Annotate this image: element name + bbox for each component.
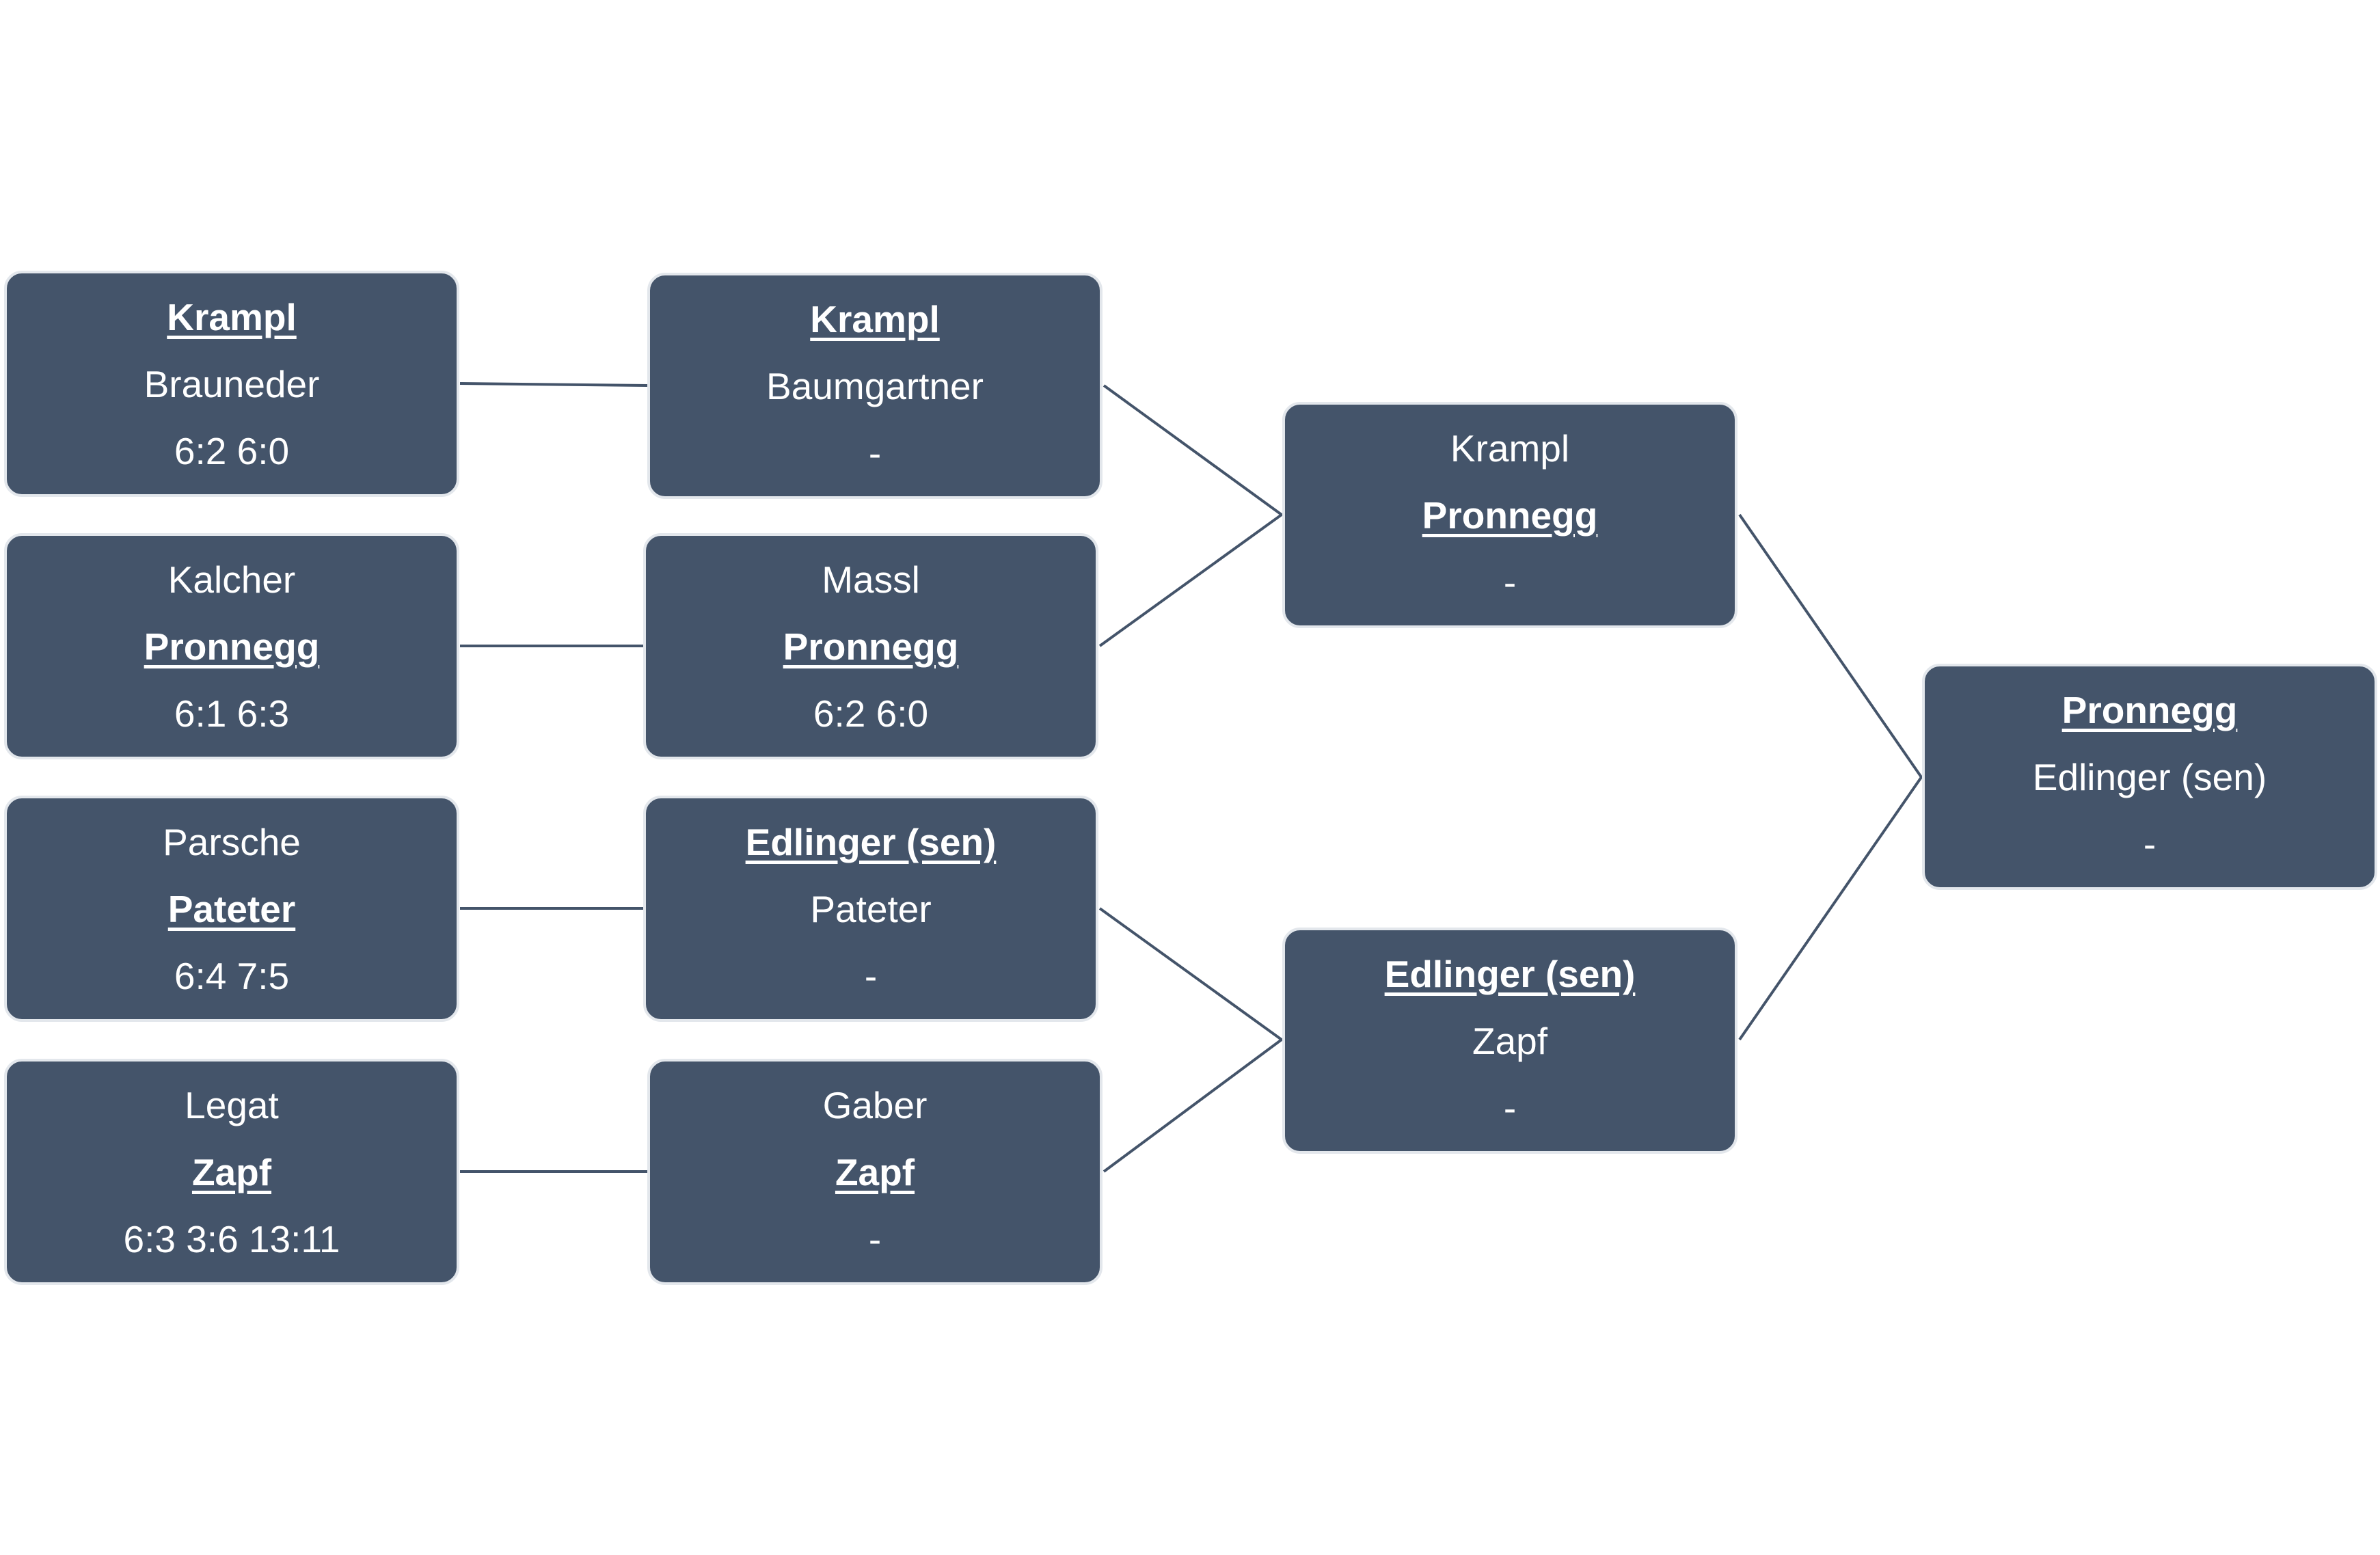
player2-name: Pateter [167, 887, 296, 930]
player1-name: Krampl [167, 295, 297, 338]
connector-r1m1-r2m1 [459, 382, 648, 387]
player2-name: Brauneder [144, 362, 320, 405]
match-score: 6:1 6:3 [174, 692, 290, 735]
match-round2-3: Edlinger (sen) Pateter - [643, 796, 1098, 1022]
match-score: - [2143, 822, 2156, 865]
match-score: - [868, 431, 882, 474]
player2-name: Zapf [835, 1150, 915, 1193]
player2-name: Pateter [810, 887, 932, 930]
match-round3-1: Krampl Pronnegg - [1282, 402, 1737, 628]
player2-name: Pronnegg [783, 625, 959, 668]
match-round1-3: Parsche Pateter 6:4 7:5 [4, 796, 459, 1022]
player1-name: Massl [822, 558, 920, 601]
match-round2-4: Gaber Zapf - [647, 1059, 1103, 1285]
connector-r2m1-r2m2-r3m1 [1098, 384, 1284, 647]
player2-name: Edlinger (sen) [2032, 755, 2267, 798]
player2-name: Pronnegg [144, 625, 320, 668]
connector-r2m3-r2m4-r3m2 [1098, 907, 1284, 1173]
match-round3-2: Edlinger (sen) Zapf - [1282, 928, 1737, 1154]
player1-name: Edlinger (sen) [745, 820, 997, 863]
match-score: 6:2 6:0 [813, 692, 929, 735]
match-score: 6:2 6:0 [174, 429, 290, 472]
player1-name: Krampl [1450, 427, 1570, 470]
match-round1-1: Krampl Brauneder 6:2 6:0 [4, 271, 459, 497]
match-score: - [1503, 560, 1517, 604]
player1-name: Edlinger (sen) [1384, 952, 1636, 995]
player1-name: Gaber [822, 1083, 928, 1126]
player2-name: Zapf [191, 1150, 272, 1193]
player1-name: Kalcher [167, 558, 296, 601]
player1-name: Legat [185, 1083, 279, 1126]
match-round2-2: Massl Pronnegg 6:2 6:0 [643, 533, 1098, 759]
player2-name: Pronnegg [1422, 493, 1598, 537]
connector-r3m1-r3m2-r4m1 [1738, 513, 1923, 1041]
match-score: 6:3 3:6 13:11 [123, 1217, 340, 1260]
match-round1-2: Kalcher Pronnegg 6:1 6:3 [4, 533, 459, 759]
match-round1-4: Legat Zapf 6:3 3:6 13:11 [4, 1059, 459, 1285]
match-score: - [864, 954, 878, 997]
match-score: - [868, 1217, 882, 1260]
match-round4-1: Pronnegg Edlinger (sen) - [1922, 664, 2377, 890]
match-round2-1: Krampl Baumgartner - [647, 273, 1103, 499]
match-score: - [1503, 1086, 1517, 1129]
player2-name: Zapf [1472, 1019, 1548, 1062]
player1-name: Pronnegg [2061, 688, 2238, 731]
player1-name: Krampl [810, 297, 940, 340]
player2-name: Baumgartner [766, 364, 984, 407]
match-score: 6:4 7:5 [174, 954, 290, 997]
player1-name: Parsche [163, 820, 301, 863]
